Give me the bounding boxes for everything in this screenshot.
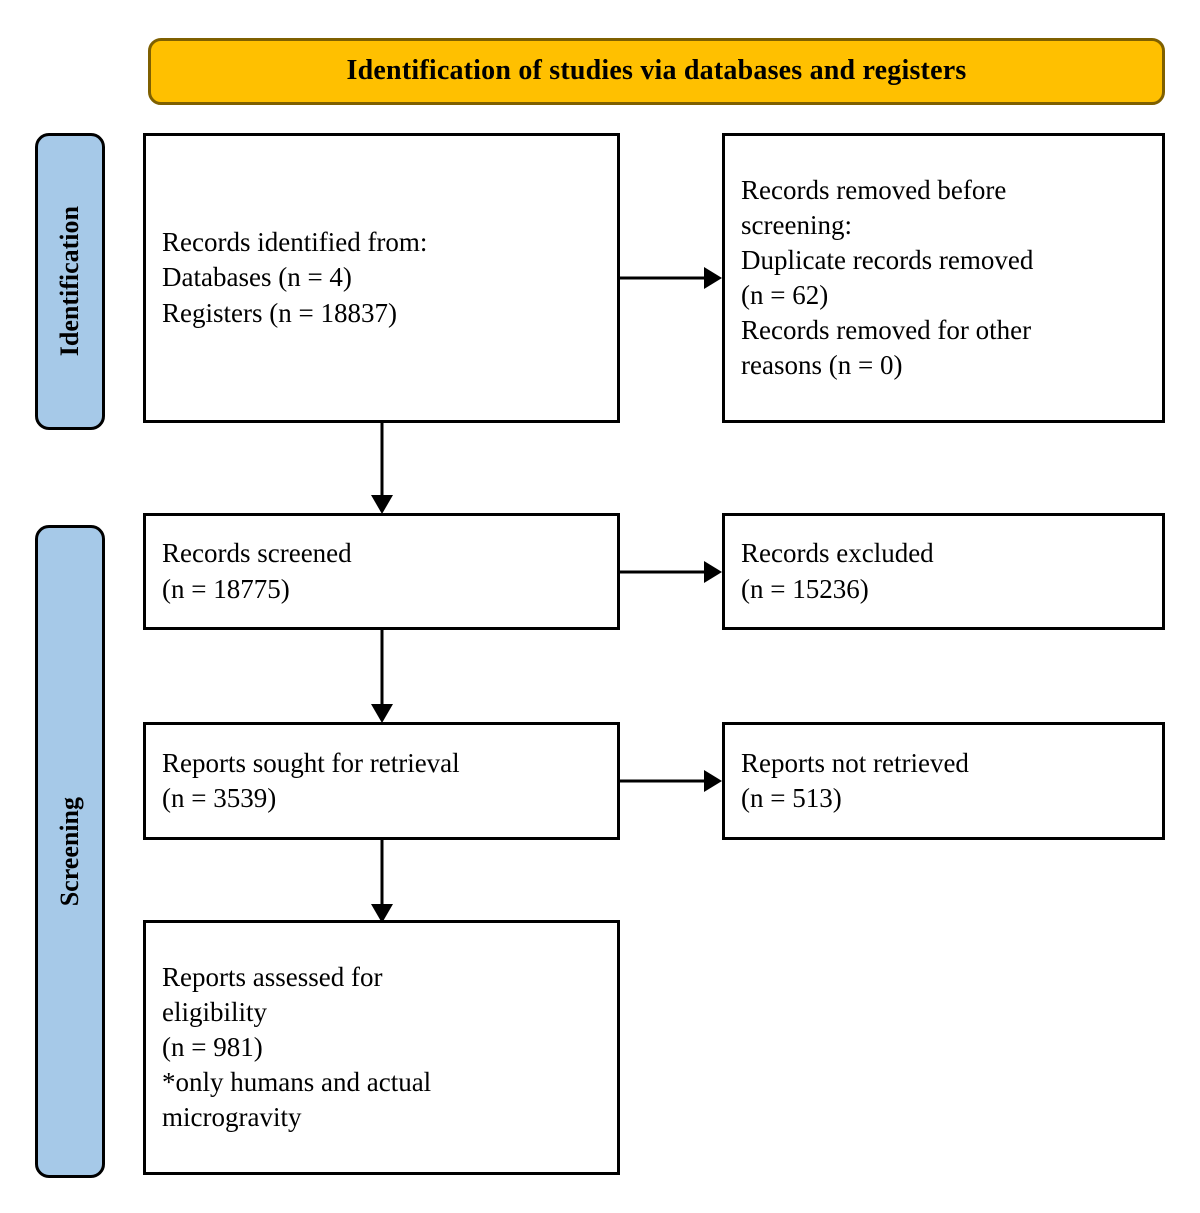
box-records-identified: Records identified from: Databases (n = …	[143, 133, 620, 423]
box-reports-not-retrieved: Reports not retrieved (n = 513)	[722, 722, 1165, 840]
box-line: eligibility	[162, 996, 267, 1027]
box-line: Records identified from:	[162, 227, 428, 258]
box-records-removed-before-screening: Records removed before screening: Duplic…	[722, 133, 1165, 423]
box-line: (n = 62)	[741, 280, 829, 310]
box-line: reasons (n = 0)	[741, 350, 903, 381]
box-line: microgravity	[162, 1102, 302, 1133]
stage-label-screening: Screening	[35, 525, 105, 1178]
box-records-screened: Records screened (n = 18775)	[143, 513, 620, 630]
stage-label-screening-text: Screening	[55, 796, 84, 907]
box-line: Duplicate records removed	[741, 244, 1034, 275]
diagram-title: Identification of studies via databases …	[346, 55, 967, 87]
box-line: (n = 3539)	[162, 783, 277, 813]
box-reports-assessed-for-eligibility: Reports assessed for eligibility (n = 98…	[143, 920, 620, 1175]
box-line: Registers (n = 18837)	[162, 297, 397, 328]
box-line: Reports sought for retrieval	[162, 747, 460, 778]
arrow-screened-to-sought	[368, 627, 396, 725]
box-line: screening:	[741, 209, 852, 240]
arrow-identified-to-screened	[368, 420, 396, 516]
box-line: Records screened	[162, 538, 352, 569]
box-line: (n = 15236)	[741, 573, 869, 604]
box-line: (n = 513)	[741, 783, 842, 813]
box-reports-sought-for-retrieval: Reports sought for retrieval (n = 3539)	[143, 722, 620, 840]
box-line: Reports assessed for	[162, 961, 383, 992]
box-records-excluded: Records excluded (n = 15236)	[722, 513, 1165, 630]
box-line: (n = 18775)	[162, 573, 290, 604]
box-line: Records removed before	[741, 174, 1007, 205]
arrow-sought-to-assessed	[368, 837, 396, 925]
box-line: Records excluded	[741, 538, 934, 569]
stage-label-identification-text: Identification	[55, 206, 84, 357]
box-line: *only humans and actual	[162, 1067, 432, 1098]
box-line: (n = 981)	[162, 1031, 263, 1062]
arrow-identified-to-removed	[620, 264, 725, 292]
arrow-sought-to-not-retrieved	[620, 767, 725, 795]
box-line: Records removed for other	[741, 315, 1032, 346]
stage-label-identification: Identification	[35, 133, 105, 430]
box-line: Databases (n = 4)	[162, 262, 352, 293]
box-line: Reports not retrieved	[741, 747, 969, 778]
arrow-screened-to-excluded	[620, 558, 725, 586]
diagram-header-banner: Identification of studies via databases …	[148, 38, 1165, 105]
